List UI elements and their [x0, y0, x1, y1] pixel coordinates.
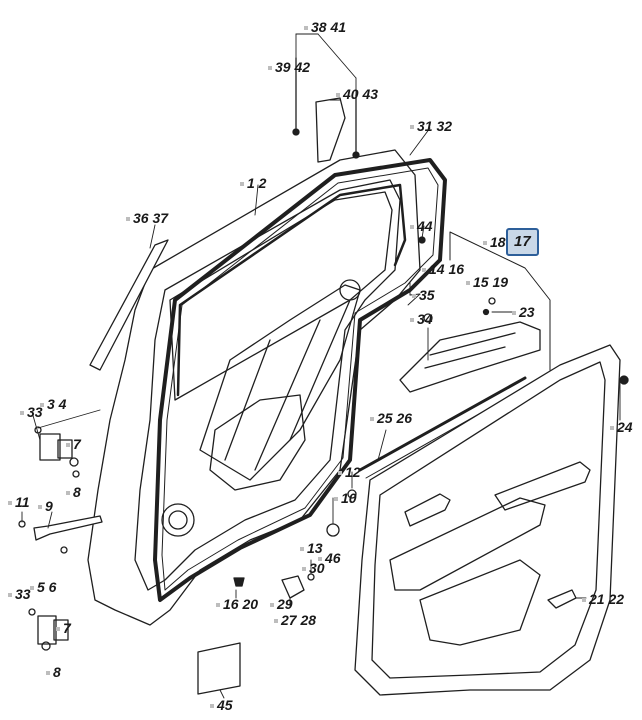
label-46: 46	[318, 550, 341, 566]
label-3-4: 3 4	[40, 396, 66, 412]
label-24: 24	[610, 419, 633, 435]
clip-15	[488, 297, 496, 305]
label-45: 45	[210, 697, 233, 713]
label-12: 12	[338, 464, 361, 480]
door-window-frame	[169, 191, 393, 401]
door-trim-inner	[371, 361, 606, 679]
label-7a: 7	[66, 436, 81, 452]
label-11: 11	[8, 494, 30, 510]
handle-bezel	[494, 461, 591, 511]
leader-17	[449, 231, 551, 371]
label-36-37: 36 37	[126, 210, 168, 226]
nut-7b	[41, 641, 51, 651]
switch-bezel	[399, 321, 541, 393]
nut-7a	[69, 457, 79, 467]
regulator-rail	[224, 299, 351, 471]
label-25-26: 25 26	[370, 410, 412, 426]
label-38-41: 38 41	[304, 19, 346, 35]
leader-lines	[21, 33, 621, 699]
door-pocket	[419, 559, 541, 646]
nut-12	[347, 489, 357, 499]
label-29: 29	[270, 596, 293, 612]
label-8a: 8	[66, 484, 81, 500]
label-8b: 8	[46, 664, 61, 680]
window-regulator	[199, 284, 361, 481]
label-33a: 33	[20, 404, 43, 420]
label-18: 18	[483, 234, 506, 250]
label-7b: 7	[56, 620, 71, 636]
clip-40	[352, 151, 360, 159]
label-5-6: 5 6	[30, 579, 56, 595]
hinge-upper-leaf	[57, 439, 73, 459]
hinge-upper	[39, 433, 61, 461]
label-44: 44	[410, 218, 433, 234]
label-40-43: 40 43	[336, 86, 378, 102]
grommet-46	[326, 523, 340, 537]
label-14-16: 14 16	[422, 261, 464, 277]
switch-bezel-detail	[424, 332, 516, 369]
label-27-28: 27 28	[274, 612, 316, 628]
label-33b: 33	[8, 586, 31, 602]
grommet-34	[423, 313, 433, 323]
bolt-33b	[28, 608, 36, 616]
door-inner-panel	[134, 179, 401, 591]
clip-23	[482, 308, 490, 316]
label-10: 10	[334, 490, 357, 506]
label-30: 30	[302, 560, 325, 576]
label-35: 35	[412, 287, 435, 303]
label-1-2: 1 2	[240, 175, 266, 191]
hinge-lower	[37, 615, 57, 645]
label-9: 9	[38, 498, 53, 514]
glass-run-channel	[176, 183, 407, 397]
door-check	[33, 515, 103, 541]
nut-8a	[72, 470, 80, 478]
label-21-22: 21 22	[582, 591, 624, 607]
label-13: 13	[300, 540, 323, 556]
label-16-20: 16 20	[216, 596, 258, 612]
speaker-hole-inner	[168, 510, 188, 530]
pillar-garnish	[315, 97, 346, 163]
label-34: 34	[410, 311, 433, 327]
clip-39	[292, 128, 300, 136]
label-31-32: 31 32	[410, 118, 452, 134]
label-39-42: 39 42	[268, 59, 310, 75]
bracket-27-28	[281, 575, 305, 599]
clip-24	[619, 375, 629, 385]
hinge-lower-leaf	[53, 619, 69, 641]
sash-cover	[89, 239, 169, 371]
label-15-19: 15 19	[466, 274, 508, 290]
service-hole	[209, 394, 306, 491]
label-17: 17	[506, 228, 539, 256]
nut-13-check	[60, 546, 68, 554]
inner-weatherstrip	[358, 376, 527, 472]
regulator-motor	[339, 279, 361, 301]
weatherstrip-inner	[161, 167, 439, 591]
inner-handle	[404, 493, 451, 527]
label-23: 23	[512, 304, 535, 320]
clip-16-20	[233, 577, 245, 587]
speaker-hole	[161, 503, 195, 537]
pad-45	[197, 642, 241, 695]
armrest	[389, 497, 546, 591]
